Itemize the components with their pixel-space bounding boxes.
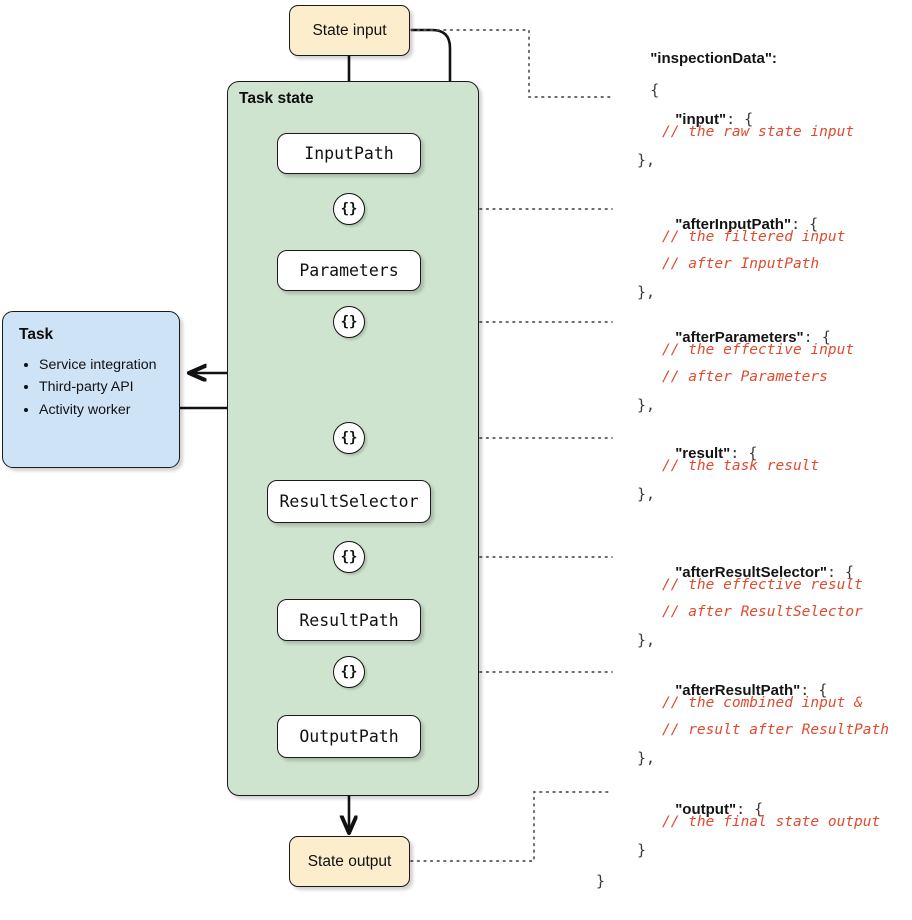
node-output-path[interactable]: OutputPath: [277, 715, 421, 758]
json-entry-after-result-path: "afterResultPath": {: [621, 668, 827, 713]
json-comment: // the task result: [662, 458, 820, 474]
junction-result[interactable]: {}: [333, 422, 365, 454]
json-key: "input": [675, 111, 727, 128]
junction-label: {}: [340, 314, 358, 330]
junction-after-input-path[interactable]: {}: [333, 193, 365, 225]
json-comment: // the final state output: [662, 814, 881, 830]
json-open: : {: [803, 328, 831, 346]
node-label: ResultSelector: [279, 492, 419, 511]
state-input-label: State input: [312, 21, 387, 39]
node-input-path[interactable]: InputPath: [277, 133, 421, 174]
task-box-title: Task: [19, 326, 54, 343]
junction-after-result-selector[interactable]: {}: [333, 541, 365, 573]
json-comment: // the effective result: [662, 577, 863, 593]
json-comment: // after Parameters: [662, 369, 828, 385]
list-item: Third-party API: [39, 376, 165, 398]
json-close: },: [637, 151, 656, 169]
json-key: "afterInputPath": [675, 216, 792, 233]
json-entry-after-result-selector: "afterResultSelector": {: [621, 550, 854, 595]
task-box-list: Service integration Third-party API Acti…: [17, 354, 165, 421]
json-root-close: }: [596, 872, 606, 890]
json-open: : {: [736, 800, 764, 818]
state-input-node[interactable]: State input: [289, 5, 410, 56]
junction-label: {}: [340, 201, 358, 217]
junction-label: {}: [340, 549, 358, 565]
json-open: : {: [826, 563, 855, 581]
json-key: "result": [675, 445, 731, 462]
json-open-brace: {: [650, 81, 660, 99]
json-key: "afterResultSelector": [675, 564, 827, 581]
json-open: : {: [791, 215, 819, 233]
junction-after-result-path[interactable]: {}: [333, 656, 365, 688]
json-comment: // the combined input &: [662, 695, 863, 711]
json-entry-result: "result": {: [621, 431, 757, 476]
json-comment: // the raw state input: [662, 124, 855, 140]
json-close: },: [637, 749, 656, 767]
node-label: Parameters: [299, 261, 399, 280]
node-label: ResultPath: [299, 610, 399, 630]
json-close: }: [637, 841, 647, 859]
json-comment: // the effective input: [662, 342, 855, 358]
json-entry-after-parameters: "afterParameters": {: [621, 315, 831, 360]
json-close: },: [637, 631, 656, 649]
node-result-path[interactable]: ResultPath: [277, 599, 421, 641]
json-comment: // after ResultSelector: [662, 604, 863, 620]
json-comment: // after InputPath: [662, 256, 820, 272]
json-entry-input: "input": {: [621, 97, 753, 142]
json-close: },: [637, 396, 656, 414]
json-key: "output": [675, 801, 737, 818]
json-entry-after-input-path: "afterInputPath": {: [621, 202, 818, 247]
json-open: : {: [726, 110, 754, 128]
list-item: Service integration: [39, 354, 165, 376]
node-parameters[interactable]: Parameters: [277, 250, 421, 291]
json-close: },: [637, 485, 656, 503]
node-label: InputPath: [304, 144, 394, 163]
state-output-label: State output: [307, 852, 392, 870]
json-root-key: "inspectionData":: [650, 50, 777, 67]
json-close: },: [637, 283, 656, 301]
json-key: "afterResultPath": [675, 682, 801, 699]
junction-after-parameters[interactable]: {}: [333, 306, 365, 338]
state-output-node[interactable]: State output: [289, 836, 410, 887]
json-key: "afterParameters": [675, 329, 804, 346]
list-item: Activity worker: [39, 399, 165, 421]
json-entry-output: "output": {: [621, 787, 763, 832]
json-comment: // result after ResultPath: [662, 722, 889, 738]
junction-label: {}: [340, 664, 358, 680]
json-open: : {: [730, 444, 758, 462]
task-state-title: Task state: [239, 90, 314, 107]
json-open: : {: [800, 681, 828, 699]
node-label: OutputPath: [299, 727, 399, 746]
task-integration-box: Task Service integration Third-party API…: [2, 311, 180, 468]
node-result-selector[interactable]: ResultSelector: [267, 480, 431, 523]
json-comment: // the filtered input: [662, 229, 846, 245]
junction-label: {}: [340, 430, 358, 446]
